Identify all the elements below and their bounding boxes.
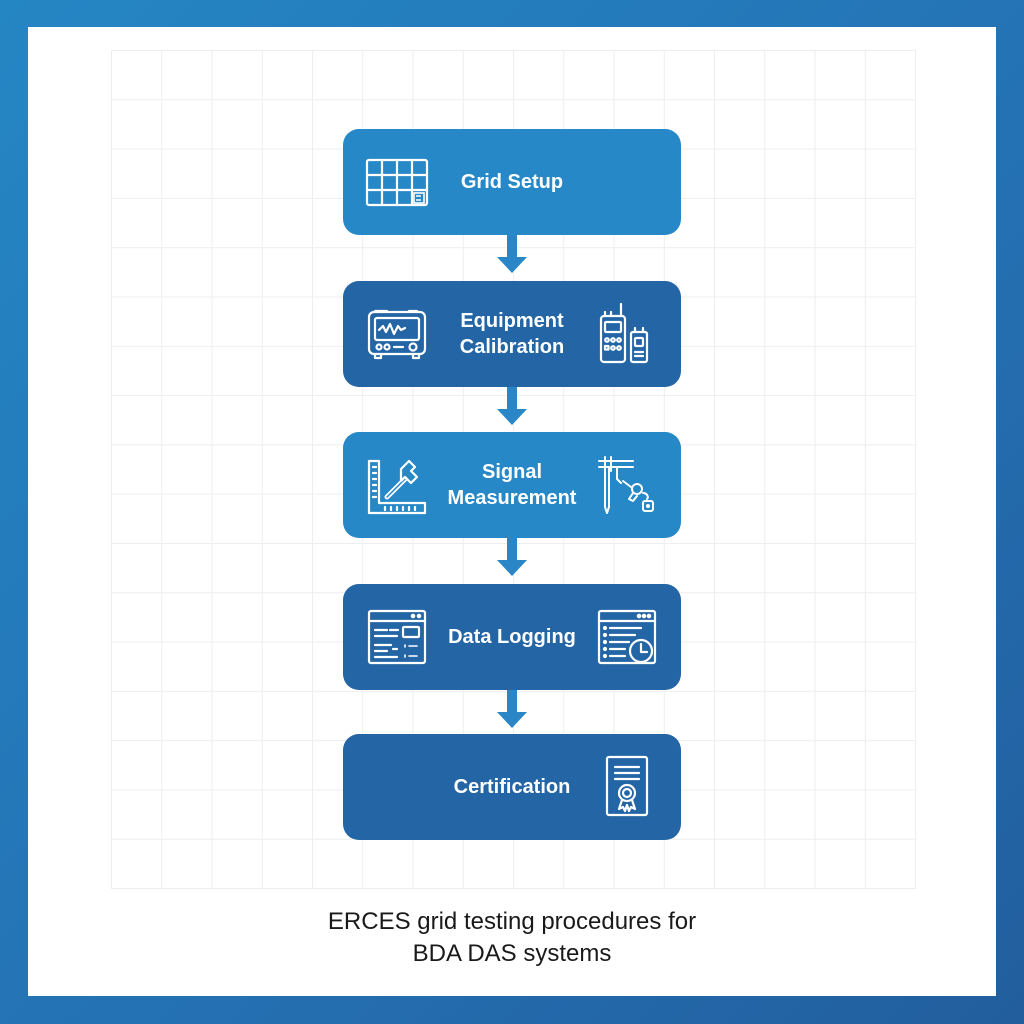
oscilloscope-monitor-icon bbox=[365, 302, 429, 366]
step-label: Grid Setup bbox=[460, 171, 564, 193]
step-signal-measurement: Signal Measurement bbox=[343, 432, 681, 538]
grid-table-icon bbox=[365, 150, 429, 214]
data-form-window-icon bbox=[365, 605, 429, 669]
two-way-radio-icon bbox=[595, 302, 659, 366]
down-arrow-icon bbox=[496, 690, 528, 730]
log-list-clock-icon bbox=[595, 605, 659, 669]
step-equipment-calibration: Equipment Calibration bbox=[343, 281, 681, 387]
certificate-ribbon-icon bbox=[595, 755, 659, 819]
square-ruler-wrench-icon bbox=[365, 453, 429, 517]
diagram-caption: ERCES grid testing procedures for BDA DA… bbox=[327, 908, 697, 967]
caliper-probe-icon bbox=[595, 453, 659, 517]
step-label: Certification bbox=[453, 776, 571, 798]
step-data-logging: Data Logging bbox=[343, 584, 681, 690]
step-label: Equipment Calibration bbox=[459, 310, 565, 358]
down-arrow-icon bbox=[496, 538, 528, 578]
step-certification: Certification bbox=[343, 734, 681, 840]
step-label: Data Logging bbox=[448, 626, 576, 648]
step-grid-setup: Grid Setup bbox=[343, 129, 681, 235]
down-arrow-icon bbox=[496, 235, 528, 275]
down-arrow-icon bbox=[496, 387, 528, 427]
step-label: Signal Measurement bbox=[447, 461, 577, 509]
